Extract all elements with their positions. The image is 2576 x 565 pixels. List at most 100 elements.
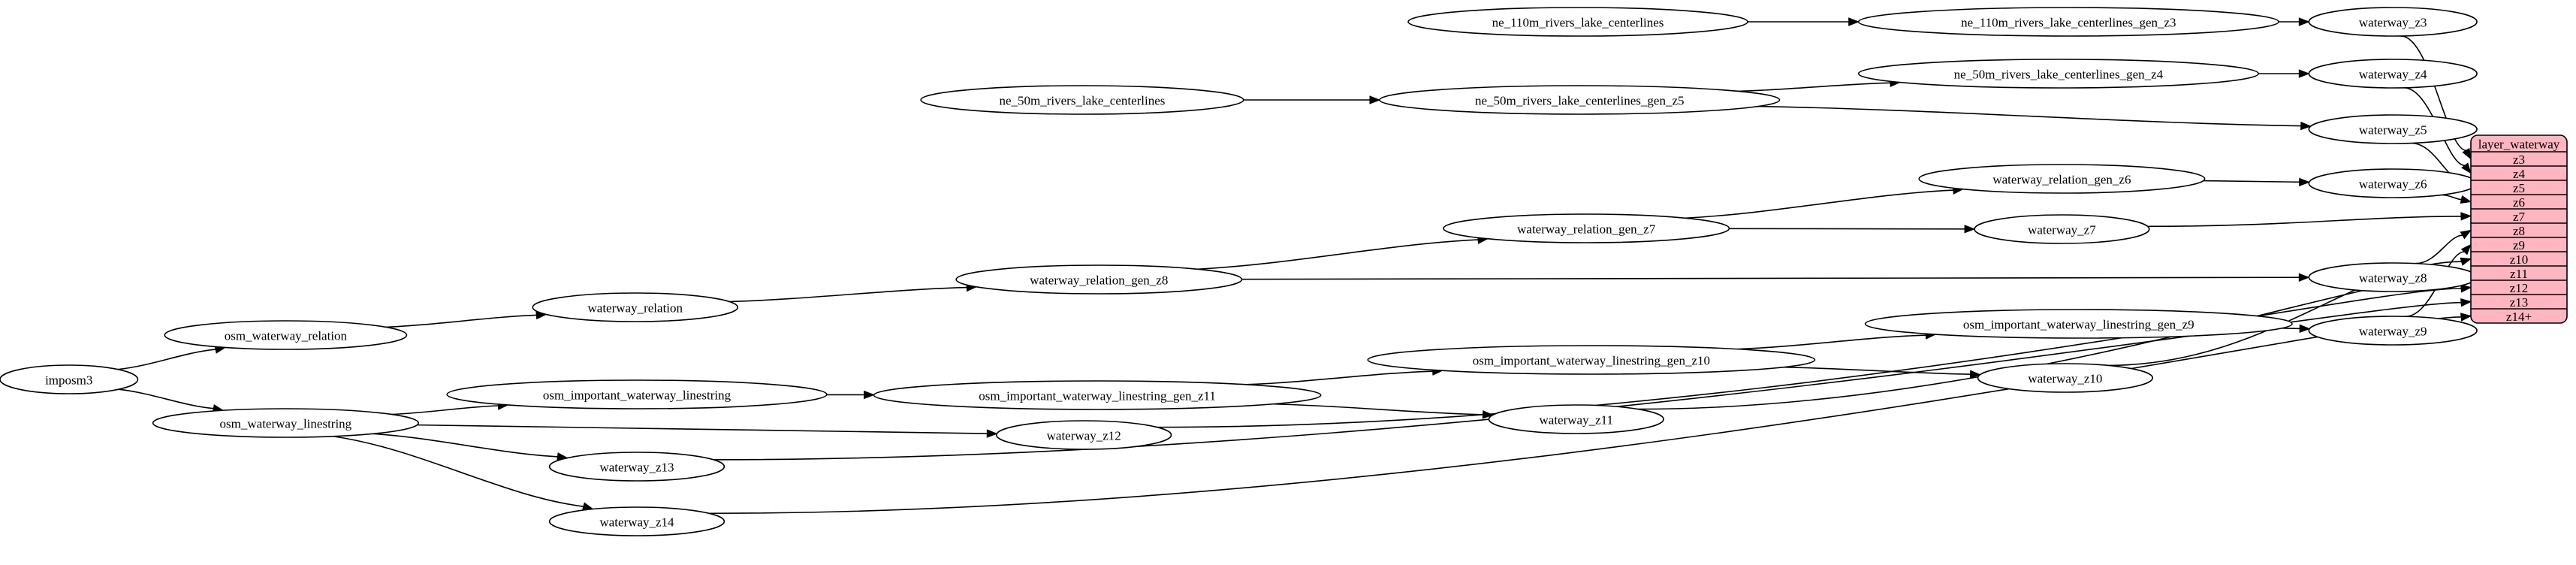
- node-ellipse: [1977, 363, 2154, 393]
- edge-osm_important_waterway_linestring_gen_z11-to-osm_important_waterway_linestring_gen_z10: [1246, 367, 1444, 385]
- node-label: waterway_z7: [2028, 223, 2096, 237]
- node-ellipse: [1379, 85, 1781, 115]
- graph-node-waterway_relation_gen_z7[interactable]: waterway_relation_gen_z7: [1443, 213, 1730, 243]
- layer-table-group: layer_waterwayz3z4z5z6z7z8z9z10z11z12z13…: [2470, 134, 2568, 324]
- layer-row-label: z13: [2510, 295, 2529, 310]
- node-label: waterway_z3: [2359, 16, 2427, 30]
- edge-waterway_z8-to-layer-z8: [2415, 229, 2472, 264]
- node-ellipse: [1918, 164, 2206, 194]
- graph-node-osm_waterway_linestring[interactable]: osm_waterway_linestring: [152, 408, 419, 438]
- layer-row-label: z7: [2513, 210, 2526, 224]
- layer-table-title: layer_waterway: [2478, 137, 2560, 152]
- arrowhead-icon: [2299, 324, 2311, 334]
- node-ellipse: [2308, 59, 2478, 89]
- graph-node-osm_important_waterway_linestring[interactable]: osm_important_waterway_linestring: [446, 379, 828, 409]
- node-label: osm_important_waterway_linestring_gen_z1…: [1473, 354, 1710, 368]
- arrowhead-icon: [2460, 257, 2472, 266]
- graph-node-ne_50m_rivers_lake_centerlines_gen_z5[interactable]: ne_50m_rivers_lake_centerlines_gen_z5: [1379, 85, 1781, 115]
- nodes-group: imposm3 osm_waterway_relation osm_waterway…: [0, 7, 2478, 536]
- node-label: waterway_z11: [1540, 413, 1614, 428]
- graph-node-imposm3[interactable]: imposm3: [0, 364, 139, 394]
- node-ellipse: [152, 408, 419, 438]
- graph-node-waterway_z8[interactable]: waterway_z8: [2308, 262, 2478, 292]
- node-label: ne_110m_rivers_lake_centerlines_gen_z3: [1961, 16, 2176, 30]
- arrowhead-icon: [2460, 284, 2472, 293]
- graph-node-ne_50m_rivers_lake_centerlines[interactable]: ne_50m_rivers_lake_centerlines: [920, 85, 1244, 115]
- graph-node-waterway_z9[interactable]: waterway_z9: [2308, 316, 2478, 346]
- node-ellipse: [1367, 345, 1816, 375]
- edge-ne_50m_rivers_lake_centerlines_gen_z5-to-waterway_z5: [1757, 105, 2312, 131]
- graph-node-waterway_z6[interactable]: waterway_z6: [2308, 168, 2478, 198]
- node-ellipse: [1857, 7, 2279, 37]
- node-label: waterway_z8: [2359, 271, 2427, 286]
- layer-row-label: z11: [2510, 267, 2528, 281]
- layer-row-label: z14+: [2506, 310, 2532, 324]
- node-ellipse: [0, 364, 139, 394]
- edge-imposm3-to-osm_waterway_relation: [117, 345, 227, 370]
- graph-node-osm_important_waterway_linestring_gen_z10[interactable]: osm_important_waterway_linestring_gen_z1…: [1367, 345, 1816, 375]
- node-label: waterway_z5: [2359, 123, 2427, 137]
- graph-node-waterway_z5[interactable]: waterway_z5: [2308, 114, 2478, 144]
- graph-node-waterway_z11[interactable]: waterway_z11: [1488, 404, 1664, 434]
- graph-node-waterway_z7[interactable]: waterway_z7: [1974, 214, 2150, 244]
- graph-node-waterway_relation_gen_z6[interactable]: waterway_relation_gen_z6: [1918, 164, 2206, 194]
- node-ellipse: [548, 452, 725, 482]
- edge-ne_50m_rivers_lake_centerlines-to-ne_50m_rivers_lake_centerlines_gen_z5: [1243, 95, 1381, 104]
- edge-osm_important_waterway_linestring-to-osm_important_waterway_linestring_gen_z11: [826, 390, 875, 400]
- graph-node-waterway_relation_gen_z8[interactable]: waterway_relation_gen_z8: [955, 264, 1243, 295]
- graph-node-waterway_z10[interactable]: waterway_z10: [1977, 363, 2154, 393]
- node-label: osm_important_waterway_linestring_gen_z1…: [979, 389, 1216, 403]
- arrowhead-icon: [2461, 162, 2472, 174]
- graph-node-osm_waterway_relation[interactable]: osm_waterway_relation: [164, 320, 408, 350]
- graph-node-waterway_z12[interactable]: waterway_z12: [996, 420, 1172, 450]
- arrowhead-icon: [2298, 69, 2310, 78]
- layer-row-label: z12: [2510, 281, 2529, 295]
- edge-waterway_relation_gen_z8-to-waterway_relation_gen_z7: [1197, 235, 1489, 270]
- node-ellipse: [920, 85, 1244, 115]
- node-label: imposm3: [45, 373, 92, 388]
- node-ellipse: [1857, 59, 2260, 89]
- edge-waterway_z7-to-layer-z7: [2147, 212, 2472, 228]
- node-ellipse: [2308, 114, 2478, 144]
- arrowhead-icon: [864, 390, 875, 400]
- node-ellipse: [1974, 214, 2150, 244]
- arrowhead-icon: [2460, 229, 2472, 240]
- arrowhead-icon: [1848, 17, 1860, 26]
- node-label: ne_110m_rivers_lake_centerlines: [1492, 16, 1664, 30]
- arrowhead-icon: [2298, 273, 2310, 282]
- edge-waterway_relation_gen_z8-to-waterway_z8: [1241, 273, 2310, 282]
- graph-node-waterway_z3[interactable]: waterway_z3: [2308, 7, 2478, 37]
- arrowhead-icon: [1964, 225, 1976, 234]
- graph-node-osm_important_waterway_linestring_gen_z9[interactable]: osm_important_waterway_linestring_gen_z9: [1864, 309, 2293, 339]
- edge-ne_50m_rivers_lake_centerlines_gen_z5-to-ne_50m_rivers_lake_centerlines_gen_z4: [1738, 78, 1902, 92]
- node-ellipse: [1488, 404, 1664, 434]
- graph-node-ne_110m_rivers_lake_centerlines_gen_z3[interactable]: ne_110m_rivers_lake_centerlines_gen_z3: [1857, 7, 2279, 37]
- arrowhead-icon: [2460, 313, 2472, 322]
- graph-node-ne_50m_rivers_lake_centerlines_gen_z4[interactable]: ne_50m_rivers_lake_centerlines_gen_z4: [1857, 59, 2260, 89]
- node-ellipse: [548, 506, 725, 536]
- layer-row-label: z4: [2513, 167, 2526, 181]
- node-label: waterway_relation_gen_z6: [1992, 173, 2131, 187]
- arrowhead-icon: [2460, 212, 2472, 221]
- graph-node-waterway_relation[interactable]: waterway_relation: [532, 292, 739, 322]
- node-label: waterway_z6: [2359, 177, 2427, 192]
- node-ellipse: [873, 380, 1322, 410]
- node-label: osm_waterway_linestring: [220, 417, 352, 431]
- layer-row-label: z5: [2513, 181, 2525, 195]
- graph-node-waterway_z4[interactable]: waterway_z4: [2308, 59, 2478, 89]
- graph-node-osm_important_waterway_linestring_gen_z11[interactable]: osm_important_waterway_linestring_gen_z1…: [873, 380, 1322, 410]
- graph-node-ne_110m_rivers_lake_centerlines[interactable]: ne_110m_rivers_lake_centerlines: [1407, 7, 1748, 37]
- node-label: waterway_z10: [2028, 372, 2102, 386]
- node-label: waterway_z14: [599, 515, 674, 530]
- edge-waterway_relation_gen_z6-to-waterway_z6: [2203, 177, 2311, 187]
- edge-ne_110m_rivers_lake_centerlines-to-ne_110m_rivers_lake_centerlines_gen_z3: [1748, 17, 1860, 26]
- edge-osm_important_waterway_linestring_gen_z10-to-osm_important_waterway_linestring_gen_z9: [1737, 331, 1937, 350]
- edge-osm_waterway_linestring-to-waterway_z12: [417, 424, 998, 438]
- node-label: waterway_z9: [2359, 325, 2427, 339]
- graph-node-waterway_z13[interactable]: waterway_z13: [548, 452, 725, 482]
- graph-node-waterway_z14[interactable]: waterway_z14: [548, 506, 725, 536]
- node-label: ne_50m_rivers_lake_centerlines_gen_z4: [1954, 68, 2164, 82]
- layer-row-label: z8: [2513, 224, 2525, 238]
- arrowhead-icon: [2460, 298, 2472, 307]
- edge-waterway_z12-to-layer-z12: [1157, 284, 2472, 428]
